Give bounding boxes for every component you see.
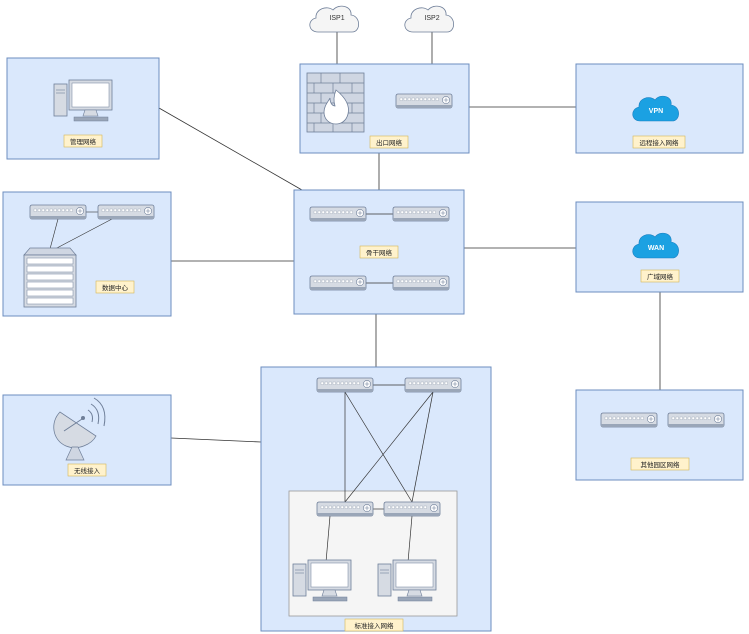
zone-label-box	[67, 463, 107, 477]
switch-icon	[392, 275, 450, 291]
zone-management[interactable]: 管理网络	[6, 57, 160, 160]
zone-label-box	[632, 135, 686, 149]
isp2-cloud: ISP2	[404, 5, 455, 33]
zone-label-box	[630, 457, 690, 471]
zone-wan[interactable]: WAN 广域网络	[575, 201, 744, 293]
switch-icon	[667, 412, 725, 428]
zone-label-box	[95, 280, 135, 294]
switch-icon	[392, 206, 450, 222]
zone-label: 远程接入网络	[640, 138, 680, 147]
access-mesh-lines	[325, 384, 434, 563]
link-management-backbone	[158, 107, 303, 191]
zone-label: 骨干网络	[366, 248, 393, 257]
zone-other-campus[interactable]: 其他园区网络	[575, 389, 744, 481]
zone-label-box	[369, 135, 409, 149]
zone-label: 数据中心	[102, 283, 129, 292]
zone-label: 无线接入	[74, 466, 101, 475]
zone-backbone[interactable]: 骨干网络	[293, 189, 465, 315]
switch-icon	[316, 377, 374, 393]
isp1-cloud: ISP1	[309, 5, 360, 33]
switch-icon	[309, 275, 367, 291]
zone-label: 其他园区网络	[641, 460, 681, 469]
cloud-icon: VPN	[632, 95, 679, 122]
firewall-icon	[306, 72, 365, 133]
zone-remote-access[interactable]: VPN 远程接入网络	[575, 63, 744, 154]
cloud-label: WAN	[648, 245, 664, 252]
zone-label-box	[640, 269, 680, 283]
zone-label: 标准接入网络	[355, 621, 395, 630]
cloud-label: VPN	[649, 108, 663, 115]
link-wireless-access	[170, 437, 262, 443]
server-icon	[23, 247, 77, 308]
zone-label: 广域网络	[647, 272, 674, 281]
switch-icon	[404, 377, 462, 393]
zone-label-box	[63, 134, 103, 148]
switch-icon	[97, 204, 155, 220]
zone-datacenter[interactable]: 数据中心	[2, 191, 172, 317]
zone-label: 管理网络	[70, 137, 97, 146]
connection-lines	[158, 32, 661, 443]
cloud-icon: WAN	[632, 232, 679, 259]
zone-label-box	[359, 245, 399, 259]
switch-icon	[383, 501, 441, 517]
satellite-dish-icon	[53, 397, 106, 461]
switch-icon	[29, 204, 87, 220]
switch-icon	[395, 93, 453, 109]
zone-egress[interactable]: 出口网络	[299, 63, 470, 154]
cloud-label: ISP2	[424, 15, 439, 22]
switch-icon	[316, 501, 374, 517]
switch-icon	[309, 206, 367, 222]
zone-label-box	[344, 618, 404, 632]
zone-wireless[interactable]: 无线接入	[2, 394, 172, 486]
zone-label: 出口网络	[376, 138, 403, 147]
cloud-label: ISP1	[329, 15, 344, 22]
zone-standard-access[interactable]: 标准接入网络	[260, 366, 492, 632]
switch-icon	[600, 412, 658, 428]
